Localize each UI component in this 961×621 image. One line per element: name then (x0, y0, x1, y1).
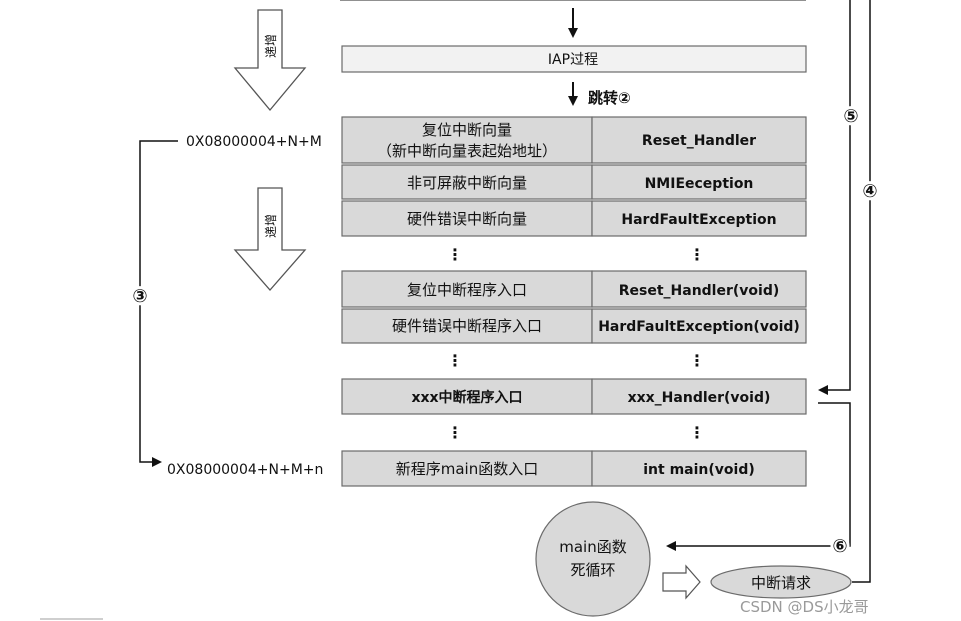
row4-right: Reset_Handler(void) (619, 283, 780, 299)
cell-right-2 (591, 200, 807, 237)
row0-left-line1: 复位中断向量 (422, 121, 512, 139)
cell-left-1 (341, 164, 593, 200)
cell-left-0 (341, 116, 593, 164)
row0-right: Reset_Handler (642, 133, 756, 149)
row1-right: NMIEeception (645, 176, 754, 192)
row3-right-ellipsis: ⋮ (689, 245, 705, 264)
row8-left-ellipsis: ⋮ (447, 423, 463, 442)
main-loop-line1: main函数 (559, 538, 626, 556)
address-top: 0X08000004+N+M (186, 134, 322, 150)
row1-left: 非可屏蔽中断向量 (407, 174, 527, 192)
hollow-right-arrow-icon (662, 564, 701, 600)
main-loop-line2: 死循环 (570, 561, 615, 579)
cell-left-4 (341, 270, 593, 308)
jump-label: 跳转② (588, 89, 631, 107)
main-loop-circle (535, 501, 651, 617)
line-4 (852, 0, 871, 583)
row9-left: 新程序main函数入口 (396, 460, 538, 478)
row3-left-ellipsis: ⋮ (447, 245, 463, 264)
interrupt-request-label: 中断请求 (751, 574, 811, 592)
cell-right-0 (591, 116, 807, 164)
row0-left-line2: （新中断向量表起始地址） (377, 142, 557, 160)
row7-left: xxx中断程序入口 (411, 389, 522, 406)
watermark: CSDN @DS小龙哥 (740, 598, 869, 616)
increase-label-top: 递增 (264, 34, 278, 58)
row8-right-ellipsis: ⋮ (689, 423, 705, 442)
line-6-arrow (666, 402, 851, 551)
cell-left-2 (341, 200, 593, 237)
cell-left-7 (341, 378, 593, 415)
row9-right: int main(void) (643, 462, 755, 478)
step6-label: ⑥ (832, 536, 847, 557)
vector-table: 复位中断向量 （新中断向量表起始地址） Reset_Handler 非可屏蔽中断… (341, 116, 807, 487)
row2-left: 硬件错误中断向量 (407, 210, 527, 228)
increase-arrow-top-icon (233, 9, 307, 112)
interrupt-request-ellipse (710, 565, 852, 599)
bracket-3-arrow (139, 140, 178, 467)
row4-left: 复位中断程序入口 (407, 281, 527, 299)
row6-left-ellipsis: ⋮ (447, 351, 463, 370)
row6-right-ellipsis: ⋮ (689, 351, 705, 370)
row5-right: HardFaultException(void) (598, 319, 800, 335)
row2-right: HardFaultException (621, 212, 776, 228)
line-5-arrow (818, 0, 851, 395)
cell-right-1 (591, 164, 807, 200)
cell-left-9 (341, 450, 593, 487)
step5-label: ⑤ (843, 106, 858, 127)
row5-left: 硬件错误中断程序入口 (392, 317, 542, 335)
cell-left-5 (341, 308, 593, 344)
cell-right-5 (591, 308, 807, 344)
cell-right-7 (591, 378, 807, 415)
cell-right-4 (591, 270, 807, 308)
increase-label-mid: 递增 (264, 214, 278, 238)
step4-label: ④ (862, 181, 877, 202)
iap-process-label: IAP过程 (548, 52, 598, 68)
address-bottom: 0X08000004+N+M+n (167, 462, 323, 478)
row7-right: xxx_Handler(void) (628, 390, 771, 406)
step3-label: ③ (132, 286, 147, 307)
iap-process-box (341, 45, 807, 73)
increase-arrow-mid-icon (233, 187, 307, 291)
cell-right-9 (591, 450, 807, 487)
